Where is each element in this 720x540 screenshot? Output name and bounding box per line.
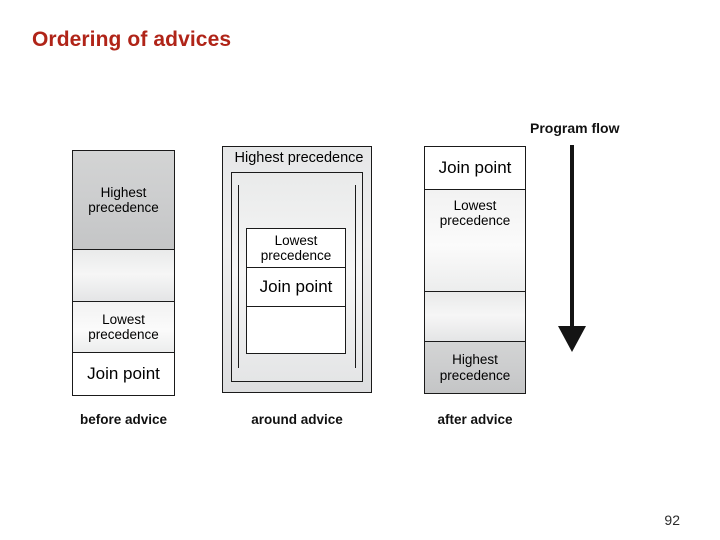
segment-join-point: Join point: [246, 267, 346, 307]
column-after-advice: Join point Lowest precedence Highest pre…: [424, 146, 526, 394]
segment-lowest-precedence: Lowest precedence: [246, 228, 346, 268]
segment-empty-1: [424, 291, 526, 342]
caption-around-advice: around advice: [251, 412, 343, 427]
segment-lowest-precedence: Lowest precedence: [72, 301, 175, 353]
segment-line-1: Join point: [87, 364, 160, 384]
caption-after-advice: after advice: [437, 412, 513, 427]
segment-line-2: precedence: [260, 248, 332, 263]
segment-line-2: precedence: [439, 367, 511, 383]
segment-empty-1: [246, 306, 346, 354]
segment-highest-precedence: Highest precedence: [424, 341, 526, 394]
caption-before-advice: before advice: [79, 412, 168, 427]
segment-line-2: precedence: [88, 200, 159, 215]
segment-line-1: Lowest: [274, 232, 318, 248]
segment-lowest-precedence: Lowest precedence: [424, 189, 526, 292]
page-title: Ordering of advices: [32, 28, 232, 51]
program-flow-arrow-shaft: [570, 145, 574, 330]
segment-highest-precedence: Highest precedence: [72, 150, 175, 250]
segment-line-2: precedence: [88, 327, 159, 342]
segment-line-1: Highest: [100, 184, 147, 200]
page-number: 92: [664, 512, 680, 528]
segment-join-point: Join point: [72, 352, 175, 396]
segment-join-point: Join point: [424, 146, 526, 190]
around-outer-label: Highest precedence: [234, 150, 364, 166]
segment-line-1: Lowest: [453, 198, 497, 213]
segment-line-1: Lowest: [102, 311, 145, 327]
advice-ordering-diagram: Highest precedence Lowest precedence Joi…: [72, 120, 620, 427]
segment-line-2: precedence: [439, 213, 511, 229]
segment-line-1: Join point: [438, 158, 512, 178]
around-rail-left: [238, 185, 239, 368]
segment-line-1: Join point: [259, 277, 333, 297]
column-around-advice: Highest precedence Lowest precedence Joi…: [222, 146, 372, 393]
around-rail-right: [355, 185, 356, 368]
segment-empty-1: [72, 249, 175, 302]
segment-line-1: Highest: [452, 352, 498, 368]
program-flow-arrow-head-icon: [558, 326, 586, 352]
program-flow-label: Program flow: [530, 120, 620, 136]
column-before-advice: Highest precedence Lowest precedence Joi…: [72, 150, 175, 396]
